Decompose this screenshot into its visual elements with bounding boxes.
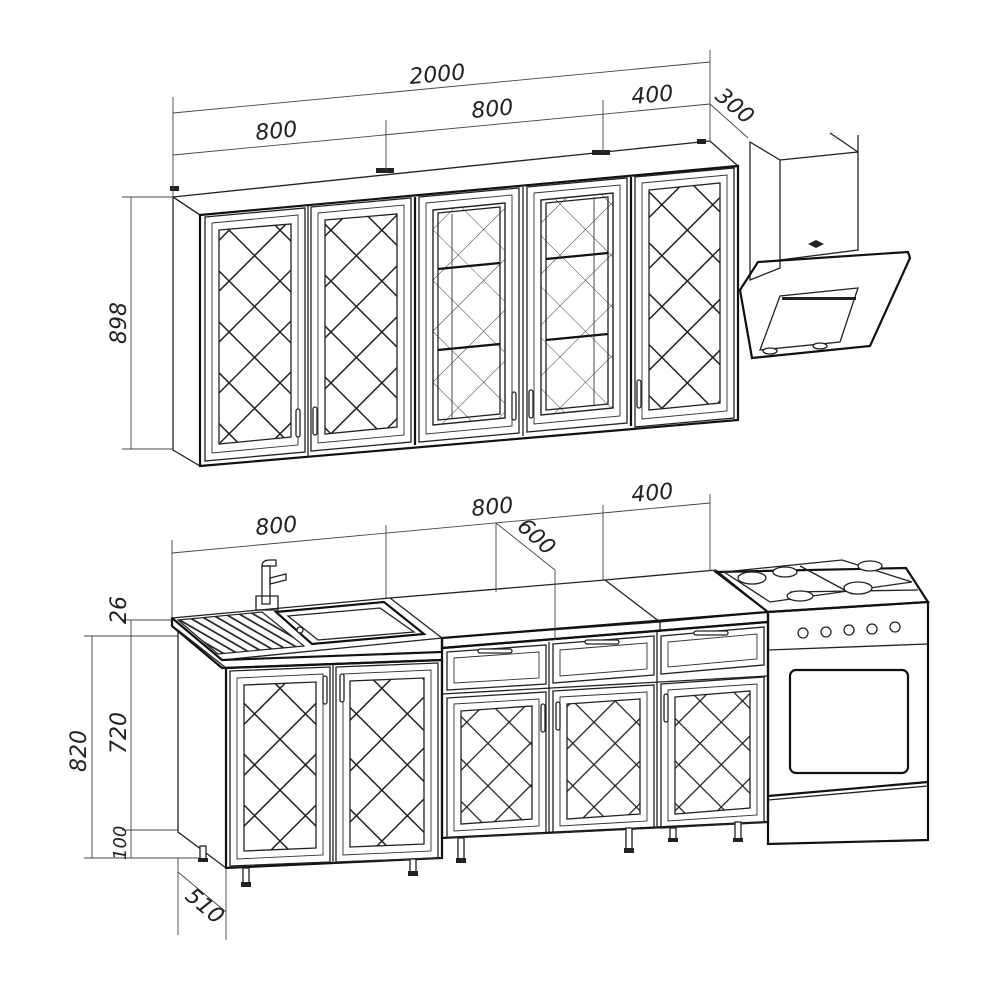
upper-door-1 <box>204 207 306 462</box>
lower-door-5 <box>660 676 765 829</box>
lower-door-4 <box>552 684 655 834</box>
dim-lower-total-height: 820 <box>67 730 92 772</box>
dim-leg-height: 100 <box>110 826 131 860</box>
dim-upper-section-2: 800 <box>470 95 514 124</box>
dim-upper-section-1: 800 <box>254 117 298 146</box>
drawer-3 <box>660 626 765 675</box>
dim-upper-section-3: 400 <box>630 81 674 110</box>
faucet <box>255 559 287 611</box>
cabinet-legs <box>198 821 743 887</box>
lower-door-1 <box>229 666 331 867</box>
upper-door-2 <box>310 197 412 452</box>
dim-lower-depth: 510 <box>180 883 228 929</box>
dim-hood-depth: 300 <box>710 83 758 129</box>
upper-cabinets <box>170 139 740 468</box>
dim-lower-section-3: 400 <box>630 479 674 508</box>
dim-lower-section-1: 800 <box>254 512 298 541</box>
upper-door-5 <box>634 167 735 428</box>
lower-cabinets <box>170 559 770 887</box>
dimension-lines <box>84 50 749 940</box>
drawer-1 <box>446 644 547 691</box>
dim-upper-total-width: 2000 <box>408 60 466 90</box>
dim-upper-height: 898 <box>107 302 132 344</box>
dim-lower-body-height: 720 <box>107 712 132 754</box>
lower-door-2 <box>335 662 439 863</box>
range-hood <box>738 132 912 360</box>
sink <box>176 600 427 655</box>
drawer-2 <box>552 635 655 684</box>
lower-door-3 <box>446 691 547 839</box>
gas-stove <box>712 559 930 846</box>
dim-lower-section-2: 800 <box>470 493 514 522</box>
upper-glass-door-2 <box>526 177 628 433</box>
upper-glass-door-1 <box>418 187 520 443</box>
dim-countertop-thickness: 26 <box>107 596 132 624</box>
